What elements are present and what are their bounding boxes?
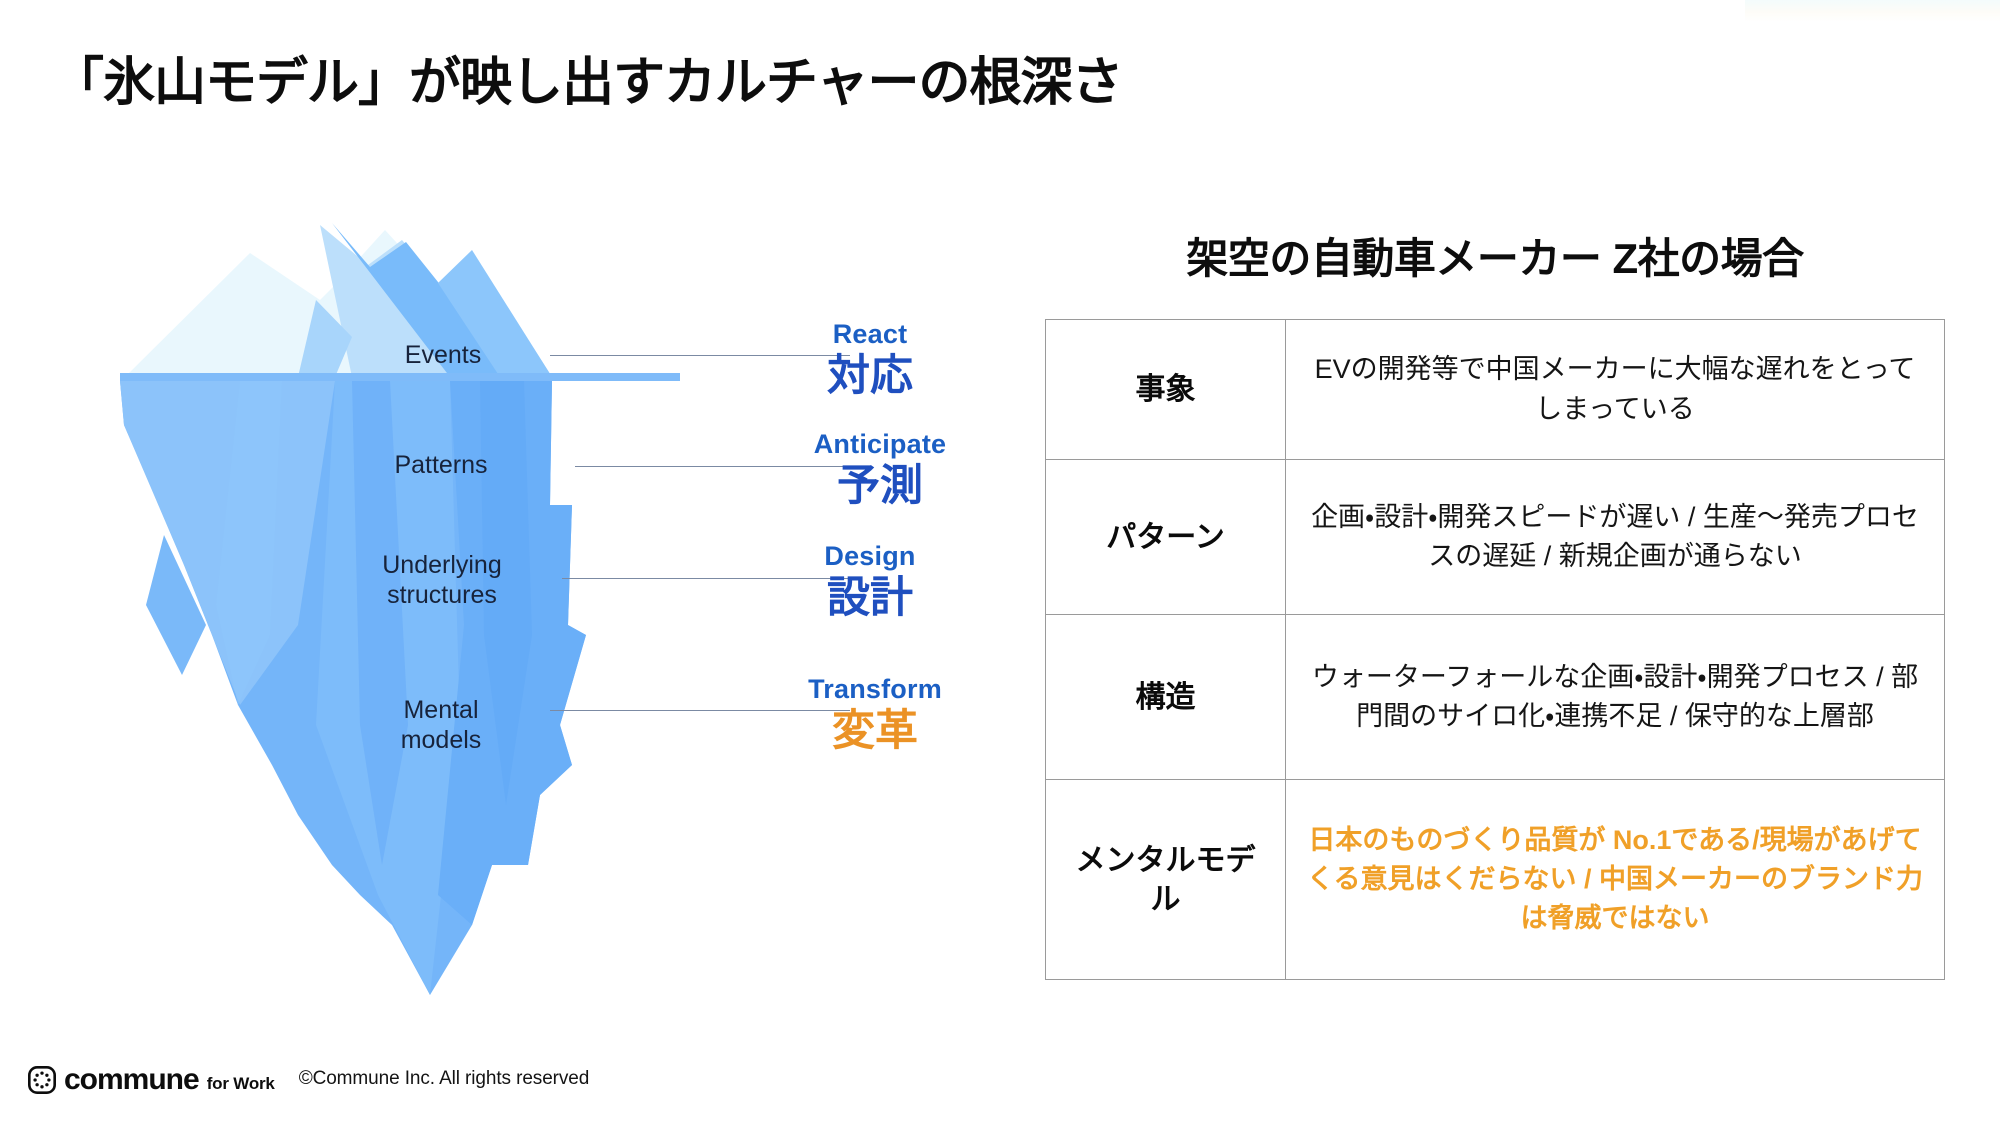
table-cell-description: 日本のものづくり品質が No.1である/現場があげてくる意見はくだらない / 中…	[1285, 779, 1945, 980]
step-react: React 対応	[760, 319, 980, 401]
case-study-table: 事象 EVの開発等で中国メーカーに大幅な遅れをとってしまっている パターン 企画…	[1045, 319, 1945, 980]
iceberg-label-mental-models: Mental models	[400, 696, 482, 754]
decorative-band	[1745, 0, 2000, 22]
table-cell-category: 事象	[1045, 319, 1286, 460]
step-transform-en: Transform	[808, 674, 942, 704]
iceberg-facet-right	[438, 381, 586, 925]
table-cell-description: ウォーターフォールな企画・設計・開発プロセス / 部門間のサイロ化・連携不足 /…	[1285, 614, 1945, 780]
waterline-band	[120, 373, 680, 381]
table-row: パターン 企画・設計・開発スピードが遅い / 生産〜発売プロセスの遅延 / 新規…	[1045, 459, 1945, 615]
action-steps-list: React 対応 Anticipate 予測 Design 設計 Transfo…	[735, 205, 1025, 995]
commune-logo: commune for Work	[28, 1061, 275, 1097]
iceberg-diagram: Events Patterns Underlying structures Me…	[120, 205, 850, 995]
iceberg-label-events: Events	[404, 341, 482, 369]
leader-line-events	[550, 355, 850, 356]
table-row: 構造 ウォーターフォールな企画・設計・開発プロセス / 部門間のサイロ化・連携不…	[1045, 614, 1945, 780]
commune-for-work-label: for Work	[206, 1074, 275, 1093]
step-anticipate-jp: 予測	[837, 461, 923, 510]
step-anticipate-en: Anticipate	[813, 429, 947, 459]
table-cell-description: 企画・設計・開発スピードが遅い / 生産〜発売プロセスの遅延 / 新規企画が通ら…	[1285, 459, 1945, 615]
page-title: 「氷山モデル」が映し出すカルチャーの根深さ	[52, 54, 1123, 112]
iceberg-highlight-stripe	[298, 300, 352, 377]
table-row: 事象 EVの開発等で中国メーカーに大幅な遅れをとってしまっている	[1045, 319, 1945, 460]
table-row: メンタルモデル 日本のものづくり品質が No.1である/現場があげてくる意見はく…	[1045, 779, 1945, 980]
leader-line-mental-models	[550, 710, 850, 711]
step-anticipate: Anticipate 予測	[770, 429, 990, 511]
commune-mark-icon	[28, 1066, 56, 1094]
iceberg-illustration	[120, 223, 680, 995]
step-design-jp: 設計	[827, 573, 913, 622]
step-react-jp: 対応	[827, 351, 913, 400]
iceberg-shade-a	[352, 381, 408, 865]
iceberg-shade-c	[480, 381, 532, 805]
table-cell-description: EVの開発等で中国メーカーに大幅な遅れをとってしまっている	[1285, 319, 1945, 460]
commune-wordmark: commune	[64, 1063, 200, 1096]
footer: commune for Work ©Commune Inc. All right…	[28, 1061, 589, 1097]
step-transform: Transform 変革	[765, 674, 985, 756]
step-react-en: React	[832, 319, 908, 349]
copyright-text: ©Commune Inc. All rights reserved	[298, 1068, 590, 1089]
iceberg-label-patterns: Patterns	[394, 451, 488, 479]
leader-line-underlying-structures	[562, 578, 850, 579]
iceberg-label-underlying-structures: Underlying structures	[382, 551, 502, 609]
case-study-title: 架空の自動車メーカー Z社の場合	[1186, 235, 1804, 282]
iceberg-shade-b	[216, 381, 282, 705]
step-design: Design 設計	[760, 541, 980, 623]
iceberg-peak-secondary	[438, 250, 552, 377]
table-cell-category: メンタルモデル	[1045, 779, 1286, 980]
table-cell-category: 構造	[1045, 614, 1286, 780]
case-study-panel: 架空の自動車メーカー Z社の場合 事象 EVの開発等で中国メーカーに大幅な遅れを…	[1030, 225, 1960, 980]
step-design-en: Design	[824, 541, 916, 571]
step-transform-jp: 変革	[832, 706, 918, 755]
iceberg-spur-lower-left	[146, 535, 206, 675]
leader-line-patterns	[575, 466, 850, 467]
table-cell-category: パターン	[1045, 459, 1286, 615]
